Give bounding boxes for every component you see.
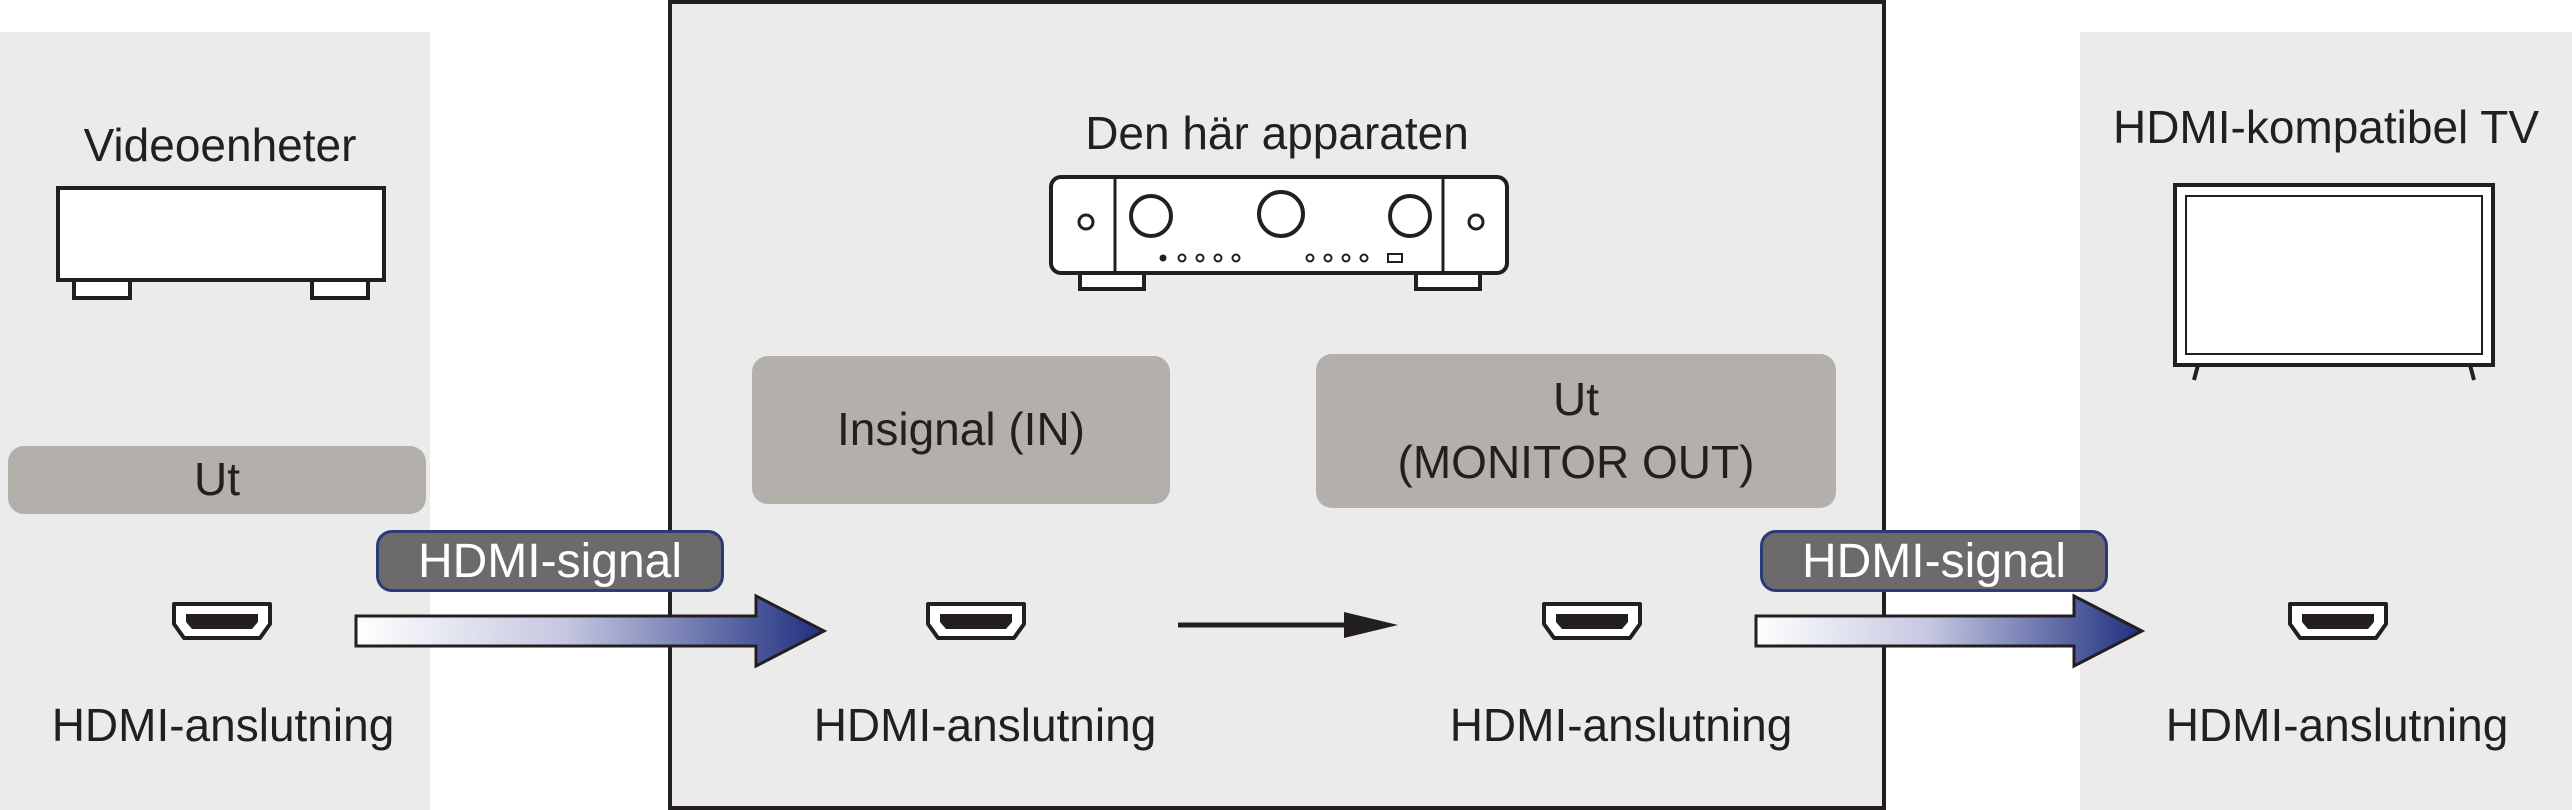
video-player-icon	[56, 186, 386, 300]
monitor-out-line2: (MONITOR OUT)	[1397, 436, 1755, 488]
monitor-out-line1: Ut	[1552, 372, 1599, 425]
gradient-arrow-icon	[354, 593, 828, 669]
monitor-out-box: Ut (MONITOR OUT)	[1316, 354, 1836, 508]
input-box: Insignal (IN)	[752, 356, 1170, 504]
tv-panel	[2080, 32, 2572, 810]
hdmi-port-icon	[2288, 602, 2388, 640]
av-receiver-icon	[1049, 175, 1509, 291]
hdmi-port-icon	[926, 602, 1026, 640]
hdmi-signal-label: HDMI-signal	[417, 534, 683, 588]
hdmi-signal-badge-right: HDMI-signal	[1760, 530, 2108, 592]
black-arrow-icon	[1178, 612, 1398, 638]
this-unit-title: Den här apparaten	[1085, 107, 1469, 159]
input-box-label: Insignal (IN)	[837, 403, 1085, 456]
hdmi-port-icon	[172, 602, 272, 640]
hdmi-signal-label: HDMI-signal	[1801, 534, 2067, 588]
hdmi-signal-badge-left: HDMI-signal	[376, 530, 724, 592]
output-connector-label: HDMI-anslutning	[1449, 699, 1793, 751]
gradient-arrow-icon	[1754, 593, 2146, 669]
source-title: Videoenheter	[83, 119, 357, 171]
tv-connector-label: HDMI-anslutning	[2165, 699, 2509, 751]
source-output-box: Ut	[8, 446, 426, 514]
source-output-label: Ut	[194, 453, 240, 506]
input-connector-label: HDMI-anslutning	[813, 699, 1157, 751]
hdmi-port-icon	[1542, 602, 1642, 640]
television-icon	[2173, 183, 2495, 381]
source-connector-label: HDMI-anslutning	[51, 699, 395, 751]
source-panel	[0, 32, 430, 810]
tv-title: HDMI-kompatibel TV	[2112, 101, 2540, 153]
